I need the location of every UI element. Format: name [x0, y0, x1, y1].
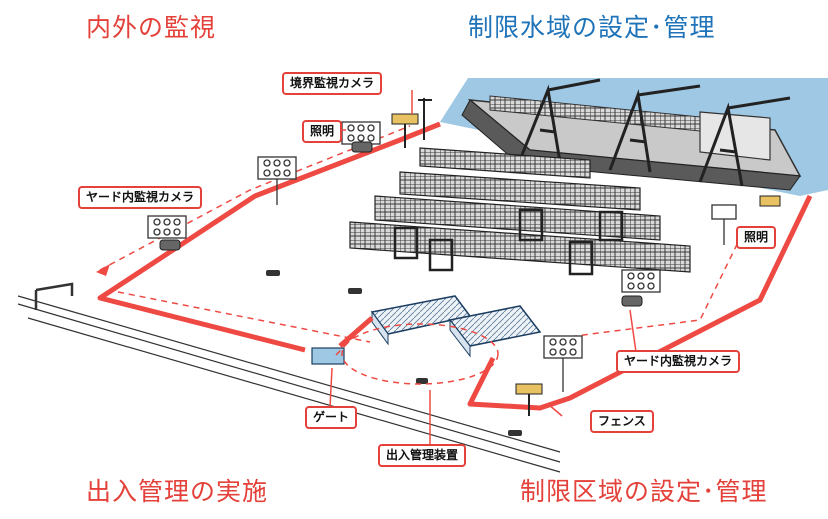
heading-restricted-water-area: 制限水域の設定･管理	[468, 13, 716, 42]
terminal-buildings	[311, 295, 542, 365]
container-stacks	[349, 147, 691, 276]
internal-boundary-dashed	[99, 125, 746, 385]
restricted-zone-fence	[97, 121, 813, 411]
yard-vehicles	[266, 270, 522, 436]
gantry-cranes	[518, 78, 791, 187]
road	[17, 282, 561, 473]
lighting-poles	[147, 121, 737, 392]
label-fence: フェンス	[590, 410, 654, 433]
label-boundary-camera: 境界監視カメラ	[282, 72, 383, 95]
label-yard-camera-left: ヤード内監視カメラ	[78, 186, 203, 209]
heading-access-control: 出入管理の実施	[86, 477, 269, 506]
camera-devices	[159, 98, 781, 416]
heading-restricted-zone: 制限区域の設定･管理	[520, 477, 768, 506]
direction-arrow	[96, 264, 110, 276]
heading-internal-external-monitoring: 内外の監視	[86, 13, 217, 42]
label-lighting-top: 照明	[302, 120, 343, 143]
label-access-control-device: 出入管理装置	[378, 444, 467, 467]
label-yard-camera-right: ヤード内監視カメラ	[616, 350, 741, 373]
label-lighting-right: 照明	[736, 226, 777, 249]
label-gate: ゲート	[305, 406, 358, 429]
